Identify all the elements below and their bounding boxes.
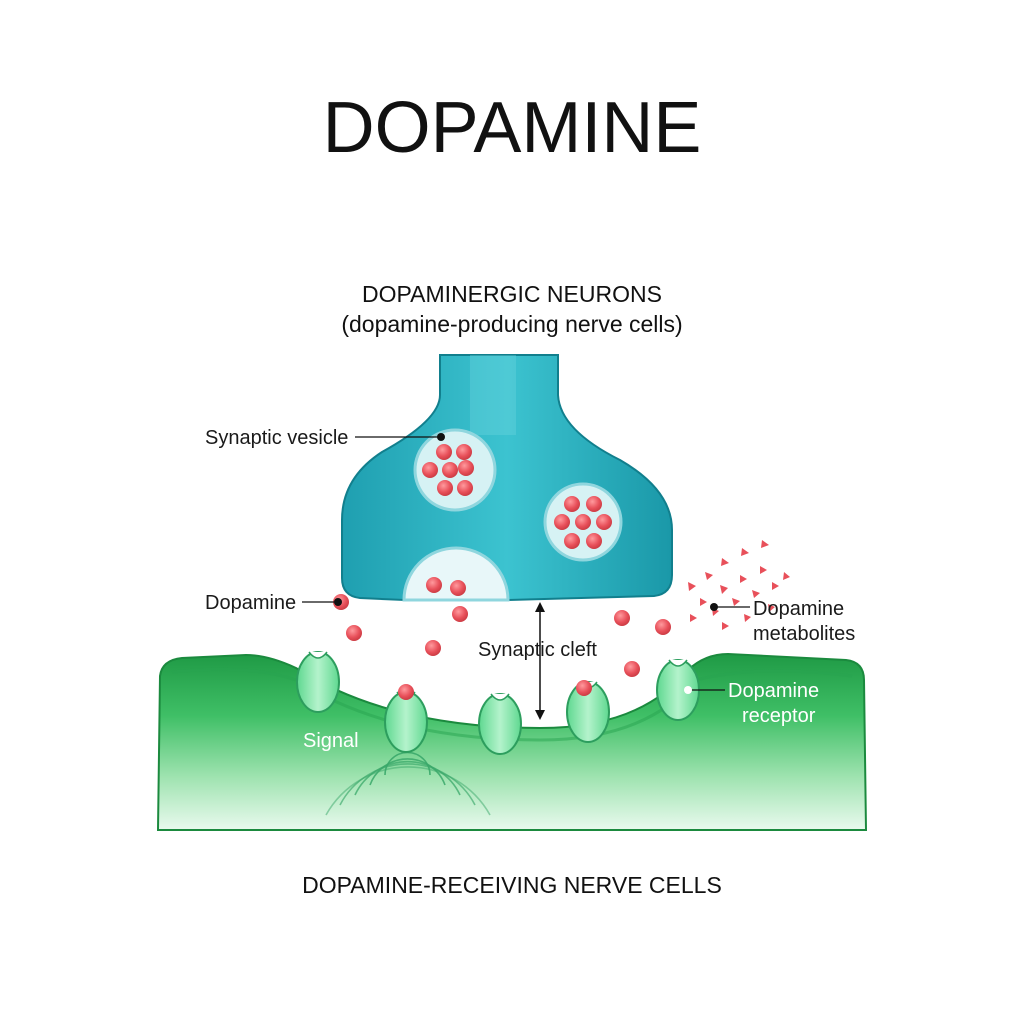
label-dopamine-metabolites-line1: Dopamine <box>753 598 844 620</box>
axon-highlight <box>470 355 516 435</box>
bottom-heading: DOPAMINE-RECEIVING NERVE CELLS <box>302 872 722 898</box>
label-synaptic-vesicle: Synaptic vesicle <box>205 427 348 449</box>
dopamine-receptors <box>296 651 700 755</box>
top-subheading: (dopamine-producing nerve cells) <box>341 311 682 337</box>
label-dopamine-receptor-line2: receptor <box>742 705 816 727</box>
synaptic-cleft-arrow <box>535 602 545 720</box>
diagram-title: DOPAMINE <box>323 88 702 168</box>
leader-lines <box>302 433 750 694</box>
label-synaptic-cleft: Synaptic cleft <box>478 639 597 661</box>
receiving-membrane-highlight <box>171 667 853 742</box>
dopamine-receptor <box>296 651 340 713</box>
dopamine-metabolites <box>688 540 790 630</box>
label-dopamine-metabolites-line2: metabolites <box>753 623 855 645</box>
dopamine-receptor <box>478 693 522 755</box>
top-heading: DOPAMINERGIC NEURONS <box>362 281 662 307</box>
label-dopamine-receptor-line1: Dopamine <box>728 680 819 702</box>
label-dopamine: Dopamine <box>205 592 296 614</box>
label-signal: Signal <box>303 730 359 752</box>
dopamine-receptor <box>384 691 428 753</box>
